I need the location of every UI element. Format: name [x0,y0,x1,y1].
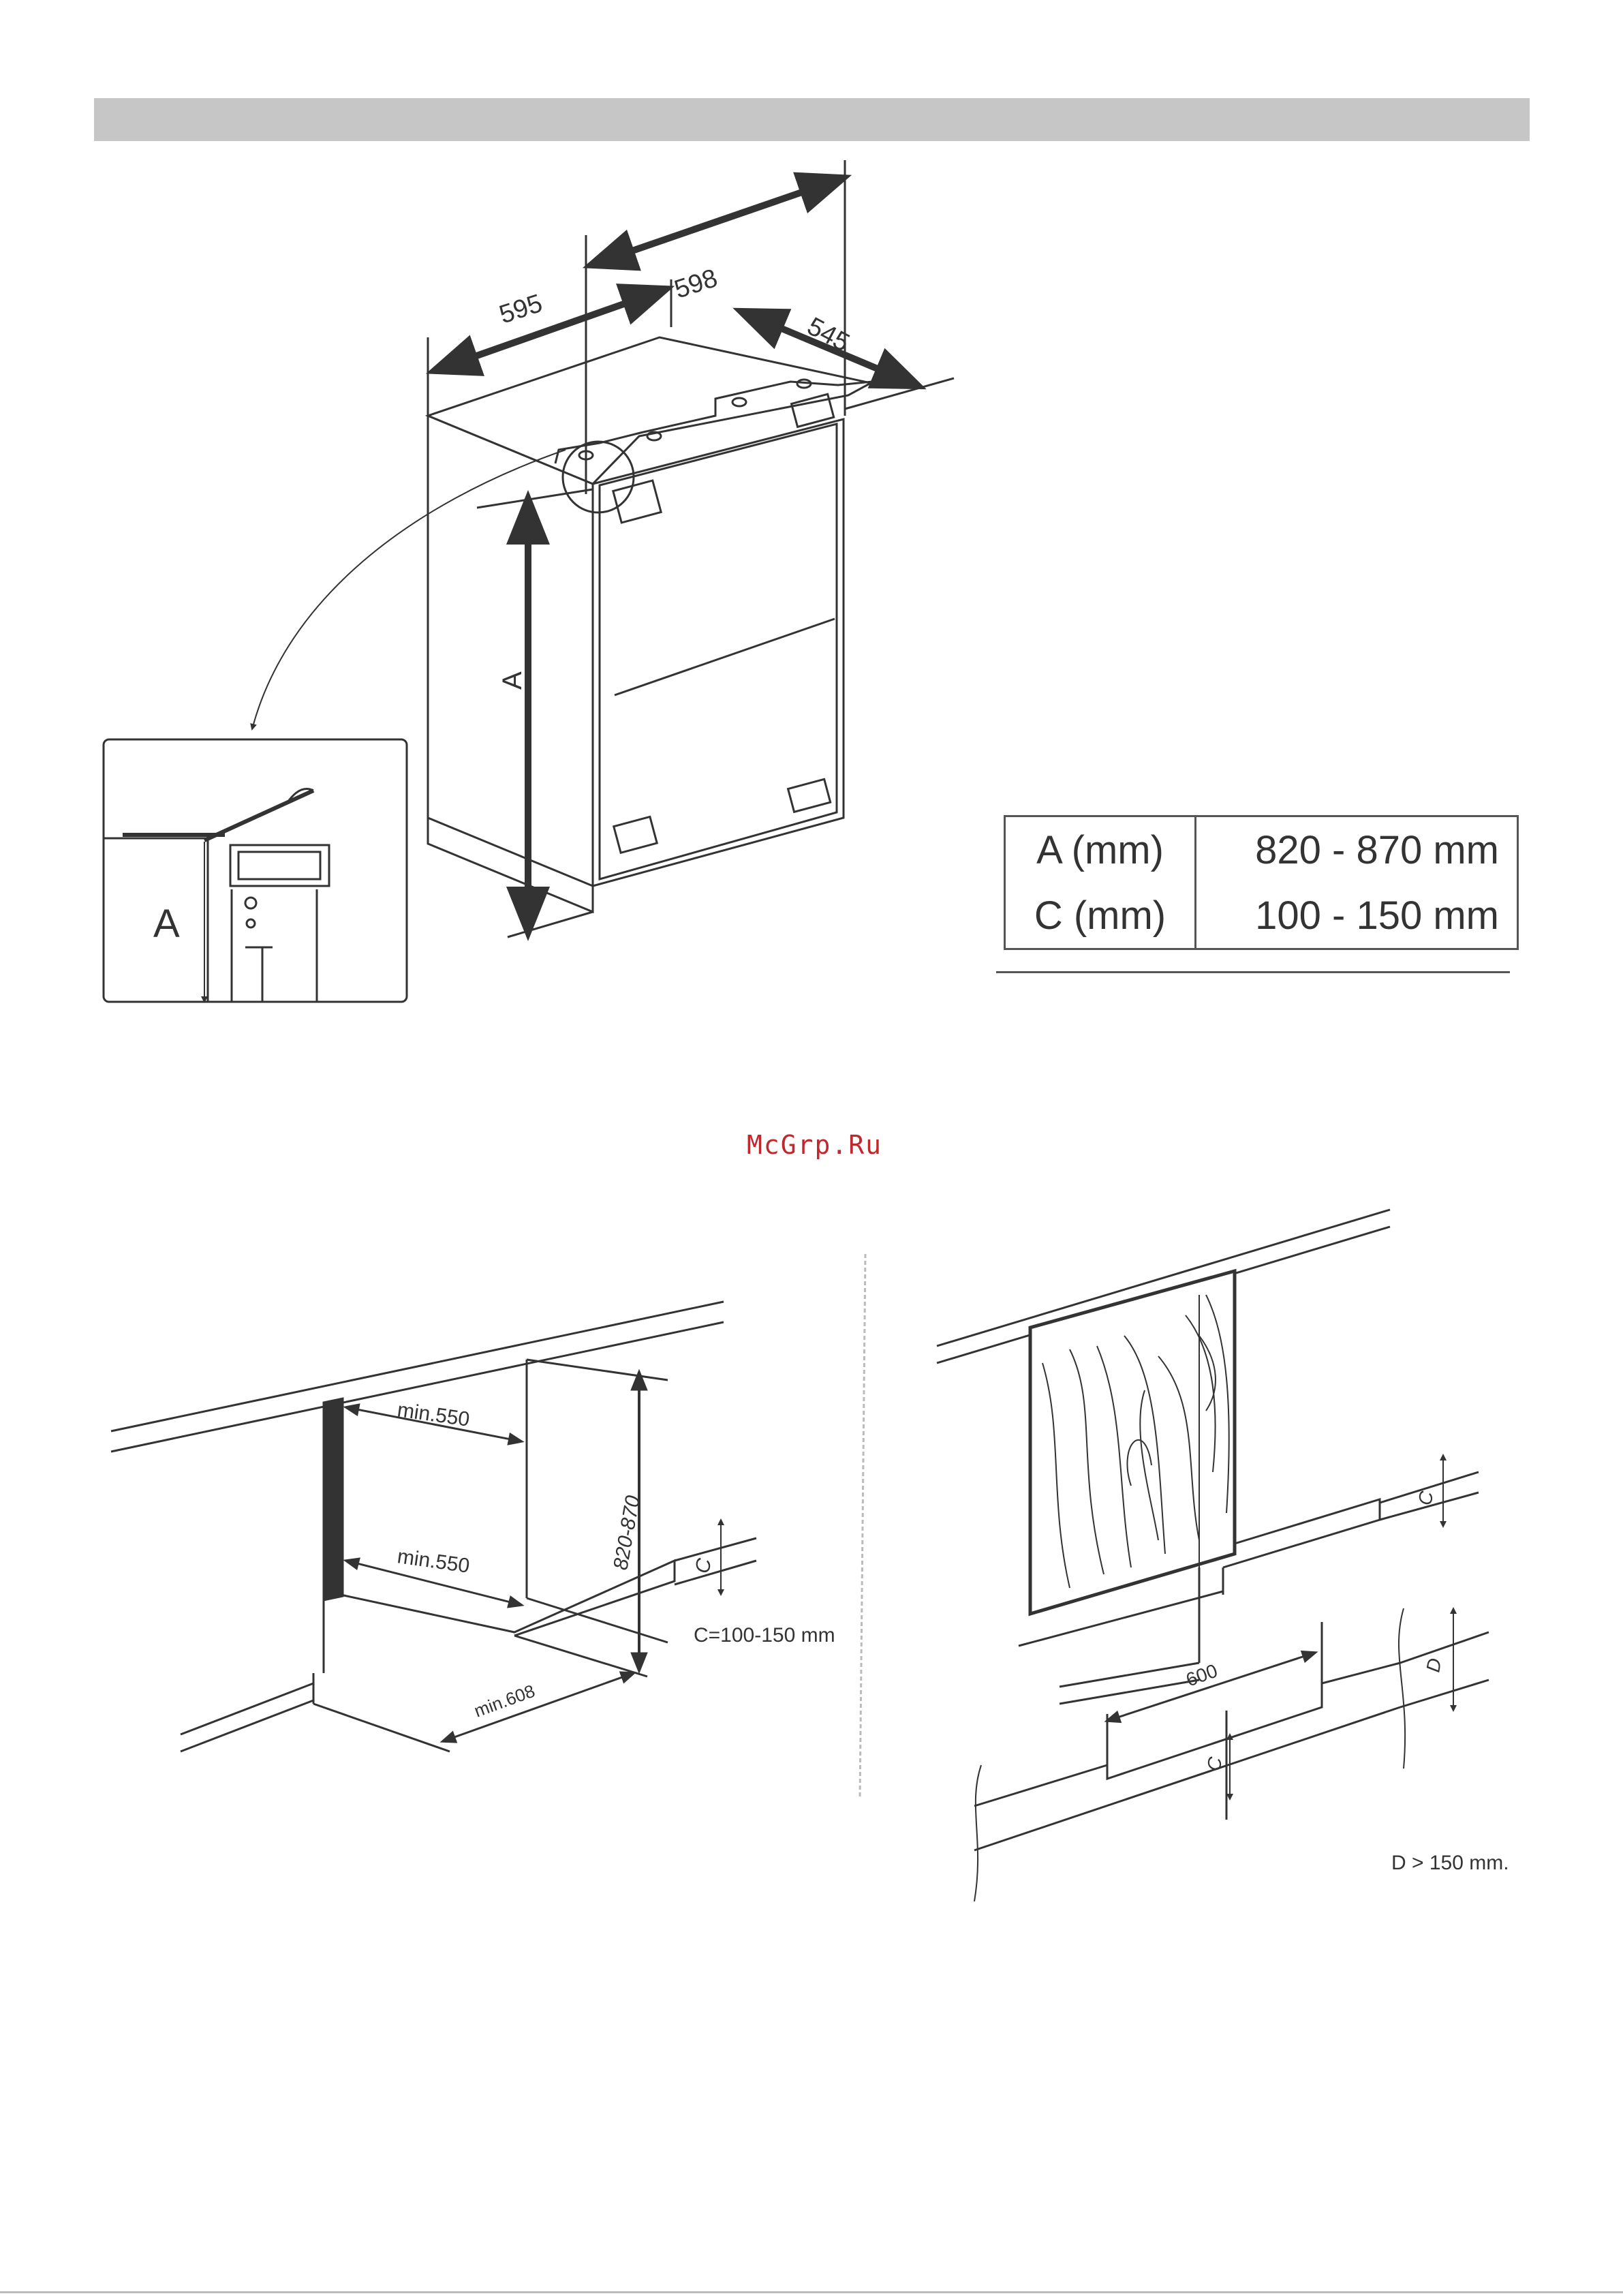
dimension-table: A (mm) 820 - 870 mm C (mm) 100 - 150 mm [1004,815,1519,950]
watermark-text: McGrp.Ru [747,1130,882,1160]
c-label-left: C [691,1557,715,1575]
d-range-note: D > 150 mm. [1391,1852,1509,1875]
right-install-diagram [937,1210,1489,1901]
table-row-a-label: A (mm) [1006,817,1196,883]
c-label-right-bottom: C [1203,1755,1226,1773]
dim-height-label: A [497,671,527,690]
c-range-note: C=100-150 mm [694,1624,835,1647]
dim-depth-label: 545 [803,312,854,358]
left-install-diagram [111,1302,756,1751]
detail-label-a: A [153,902,180,946]
d-label: D [1422,1657,1445,1674]
min-bottom-label: min.550 [396,1545,471,1578]
table-underline [996,971,1510,973]
page-bottom-rule [0,2291,1623,2293]
table-row-a-value: 820 - 870 mm [1196,817,1517,883]
left-dimension-labels: min.550 min.550 820-870 C min.608 [396,1398,716,1721]
dim-width-inner-label: 598 [671,264,721,305]
min-top-label: min.550 [396,1398,471,1431]
table-row-c-label: C (mm) [1006,883,1196,948]
c-label-right-top: C [1414,1489,1437,1507]
detail-inset [104,739,407,1002]
dim-width-label: 595 [496,289,546,330]
table-row-c-value: 100 - 150 mm [1196,883,1517,948]
min-width-label: min.608 [472,1681,538,1721]
diagram-divider [860,1254,865,1799]
